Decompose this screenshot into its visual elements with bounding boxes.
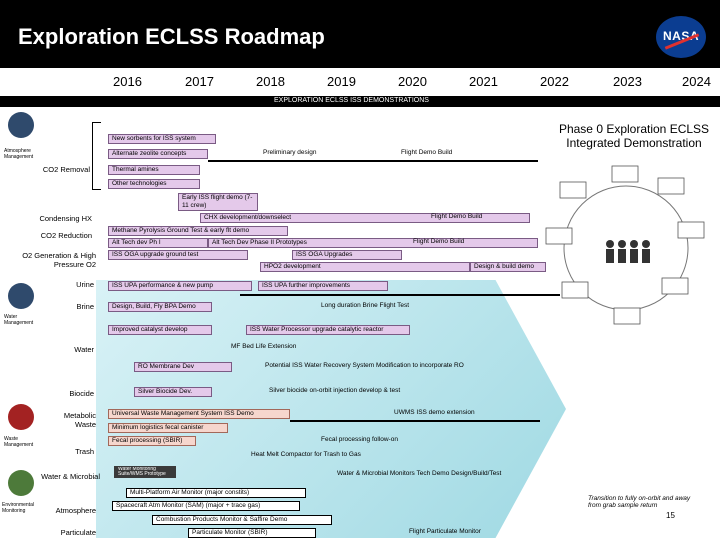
task-bar: ISS Water Processor upgrade catalytic re…: [246, 325, 410, 335]
demo-band: EXPLORATION ECLSS ISS DEMONSTRATIONS: [0, 96, 720, 107]
task-bar: ISS UPA further improvements: [258, 281, 388, 291]
task-bar: Minimum logistics fecal canister: [108, 423, 228, 433]
divider: [240, 294, 560, 296]
row-label: Metabolic Waste: [63, 411, 96, 429]
task-bar: Heat Melt Compactor for Trash to Gas: [251, 451, 361, 458]
task-bar: HPO2 development: [260, 262, 470, 272]
page-number: 15: [666, 511, 675, 520]
phase0-title: Phase 0 Exploration ECLSS Integrated Dem…: [558, 122, 710, 150]
task-bar: Alt Tech Dev Phase II Prototypes: [208, 238, 538, 248]
task-bar: Water & Microbial Monitors Tech Demo Des…: [337, 470, 502, 477]
task-bar: Fecal processing follow-on: [321, 436, 398, 443]
task-bar: Water Monitoring Suite/WMS Prototype: [114, 466, 176, 478]
row-label: Brine: [76, 302, 94, 311]
air-icon: [8, 112, 34, 138]
task-bar: ISS UPA performance & new pump: [108, 281, 252, 291]
task-bar: Flight Demo Build: [398, 149, 538, 159]
task-bar: ISS OGA Upgrades: [292, 250, 402, 260]
task-bar: MF Bed Life Extension: [231, 343, 297, 350]
page-title: Exploration ECLSS Roadmap: [18, 24, 325, 49]
task-bar: UWMS ISS demo extension: [394, 409, 475, 416]
row-label: Biocide: [69, 389, 94, 398]
task-bar: Alt Tech dev Ph I: [108, 238, 208, 248]
task-bar: Fecal processing (SBIR): [108, 436, 196, 446]
row-label: Trash: [75, 447, 94, 456]
task-bar: Improved catalyst develop: [108, 325, 212, 335]
row-label: Urine: [76, 280, 94, 289]
task-bar: Early ISS flight demo (7-11 crew): [178, 193, 258, 211]
row-label: Atmosphere: [55, 506, 96, 515]
year-label: 2016: [113, 74, 142, 89]
nasa-logo-icon: NASA: [656, 16, 706, 58]
task-bar: Combustion Products Monitor & Saffire De…: [152, 515, 332, 525]
row-label: CO2 Removal: [42, 165, 90, 174]
category-label: Water Management: [4, 314, 34, 326]
task-bar: CHX development/downselect: [200, 213, 530, 223]
year-label: 2019: [327, 74, 356, 89]
task-bar: ISS OGA upgrade ground test: [108, 250, 248, 260]
task-bar: Particulate Monitor (SBIR): [188, 528, 316, 538]
year-label: 2021: [469, 74, 498, 89]
task-bar: Multi-Platform Air Monitor (major consti…: [126, 488, 306, 498]
row-label: O2 Generation & High Pressure O2: [22, 251, 96, 269]
year-label: 2024: [682, 74, 711, 89]
task-bar: Methane Pyrolysis Ground Test & early fl…: [108, 226, 288, 236]
row-label: Particulate: [60, 528, 96, 537]
year-label: 2023: [613, 74, 642, 89]
row-label: CO2 Reduction: [40, 231, 92, 240]
co2-brace: [92, 122, 101, 190]
row-label: Water & Microbial: [41, 472, 100, 481]
divider: [208, 160, 538, 162]
task-bar: Long duration Brine Flight Test: [321, 302, 410, 309]
header-band: Exploration ECLSS Roadmap NASA: [0, 0, 720, 68]
task-bar: Design & build demo: [470, 262, 546, 272]
task-bar: Universal Waste Management System ISS De…: [108, 409, 290, 419]
task-bar: RO Membrane Dev: [134, 362, 232, 372]
year-label: 2017: [185, 74, 214, 89]
monitor-icon: [8, 470, 34, 496]
row-label: Condensing HX: [39, 214, 92, 223]
row-label: Water: [74, 345, 94, 354]
task-bar: Spacecraft Atm Monitor (SAM) (major + tr…: [112, 501, 300, 511]
task-bar: Silver Biocide Dev.: [134, 387, 212, 397]
divider: [290, 420, 540, 422]
task-bar: Thermal amines: [108, 165, 200, 175]
task-bar: Flight Demo Build: [413, 238, 465, 245]
year-label: 2022: [540, 74, 569, 89]
task-bar: Design, Build, Fly BPA Demo: [108, 302, 212, 312]
task-bar: Potential ISS Water Recovery System Modi…: [265, 362, 464, 369]
category-label: Environmental Monitoring: [2, 502, 34, 514]
year-label: 2018: [256, 74, 285, 89]
faucet-icon: [8, 283, 34, 309]
year-label: 2020: [398, 74, 427, 89]
task-bar: New sorbents for ISS system: [108, 134, 216, 144]
task-bar: Flight Particulate Monitor: [409, 528, 481, 535]
task-bar: Other technologies: [108, 179, 200, 189]
integration-diagram: [545, 165, 705, 325]
demo-band-label: EXPLORATION ECLSS ISS DEMONSTRATIONS: [274, 97, 429, 104]
transition-note: Transition to fully on-orbit and away fr…: [588, 495, 691, 509]
trash-icon: [8, 404, 34, 430]
category-label: Waste Management: [4, 436, 34, 448]
task-bar: Flight Demo Build: [431, 213, 483, 220]
category-label: Atmosphere Management: [4, 148, 34, 160]
task-bar: Preliminary design: [260, 149, 370, 159]
task-bar: Alternate zeolite concepts: [108, 149, 208, 159]
task-bar: Silver biocide on-orbit injection develo…: [269, 387, 401, 394]
